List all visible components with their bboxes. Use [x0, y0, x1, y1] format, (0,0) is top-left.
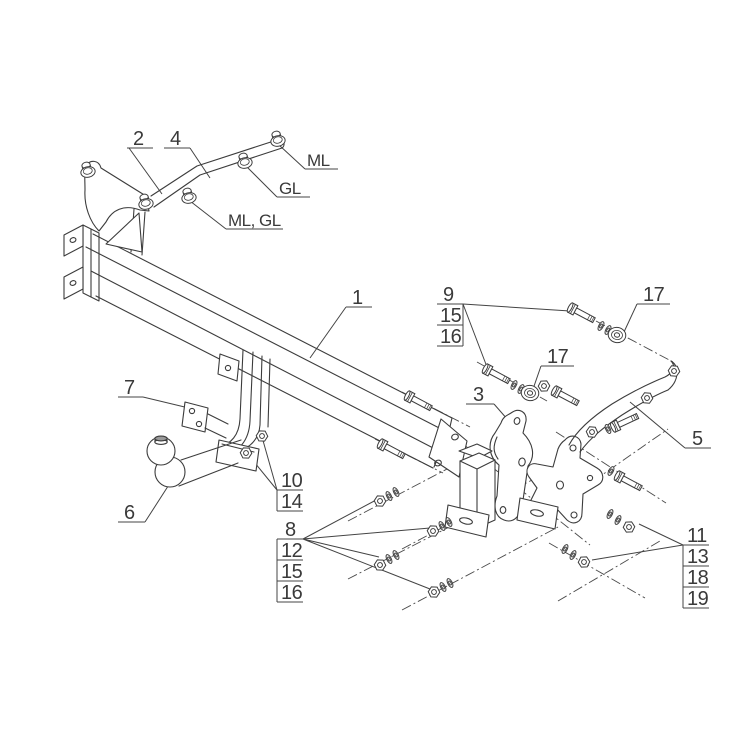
callout-label-12: 12 — [281, 540, 303, 562]
bushing-ml-gl — [179, 186, 198, 206]
callout-label-17-center: 17 — [547, 346, 569, 368]
callout-label-1: 1 — [352, 287, 363, 309]
nut-stack — [426, 577, 455, 600]
washer — [606, 465, 616, 477]
tow-ball — [146, 435, 242, 488]
bolt — [608, 410, 641, 434]
callout-label-4: 4 — [170, 128, 181, 150]
callout-label-2: 2 — [133, 128, 144, 150]
leader-lines — [118, 144, 711, 609]
side-arm — [568, 360, 678, 453]
nut — [254, 428, 270, 444]
callout-label-3: 3 — [473, 384, 484, 406]
callout-label-15a: 15 — [440, 305, 462, 327]
bushing-gl — [235, 151, 254, 171]
nut — [536, 378, 552, 394]
ball-bracket — [181, 401, 229, 439]
callout-label-16a: 16 — [440, 326, 462, 348]
foot-flanges — [444, 497, 559, 538]
upper-bracket — [84, 160, 150, 256]
bolt — [402, 389, 434, 414]
callout-label-14: 14 — [281, 491, 303, 513]
callout-label-gl: GL — [279, 179, 301, 198]
crossbar-beam — [85, 233, 453, 469]
nut-stack — [605, 508, 637, 535]
callout-label-5: 5 — [692, 428, 703, 450]
callout-label-7: 7 — [124, 377, 135, 399]
left-mount-plate — [63, 224, 100, 302]
callout-label-17-upper: 17 — [643, 284, 665, 306]
nut-stack — [560, 543, 592, 570]
fasteners — [78, 129, 682, 600]
callout-label-18: 18 — [687, 567, 709, 589]
nut-stack — [372, 549, 401, 573]
callout-label-15b: 15 — [281, 561, 303, 583]
callout-label-11: 11 — [687, 525, 707, 547]
callout-label-19: 19 — [687, 588, 709, 610]
center-bracket — [489, 409, 534, 522]
callout-label-13: 13 — [687, 546, 709, 568]
bolt — [565, 301, 597, 326]
callout-label-10: 10 — [281, 470, 303, 492]
callout-label-6: 6 — [124, 502, 135, 524]
nut-stack — [372, 486, 401, 509]
callout-label-ml: ML — [307, 151, 330, 170]
nut — [584, 424, 600, 440]
callout-label-ml-gl: ML, GL — [228, 211, 281, 230]
bolt — [480, 362, 512, 387]
nut — [666, 363, 682, 379]
beam-end-plate — [428, 418, 468, 478]
bolt — [549, 384, 581, 409]
callout-label-8: 8 — [285, 519, 296, 541]
callout-labels: 2 4 ML GL ML, GL 1 7 6 3 5 17 17 9 15 16… — [124, 128, 709, 610]
bolt — [612, 469, 644, 494]
callout-label-9: 9 — [443, 284, 454, 306]
callout-label-16b: 16 — [281, 582, 303, 604]
bolt — [375, 437, 407, 462]
